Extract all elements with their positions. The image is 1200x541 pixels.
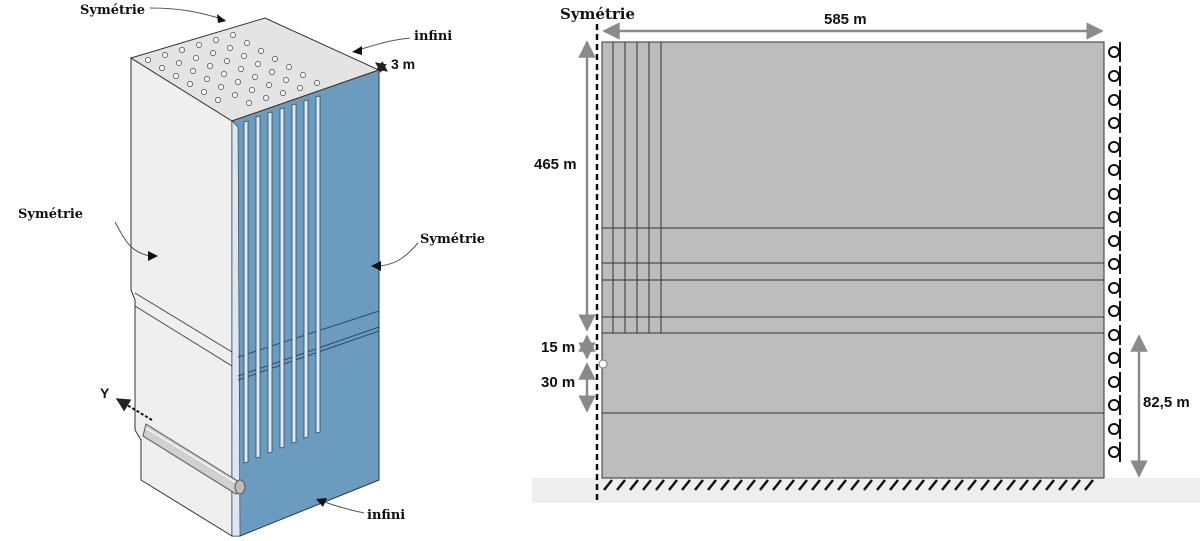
gallery-point xyxy=(598,359,608,369)
label-height-15: 15 m xyxy=(541,339,575,356)
leader-symetrie-right xyxy=(377,242,419,267)
block-side-face xyxy=(130,57,233,537)
label-width: 585 m xyxy=(824,11,867,28)
label-height-465: 465 m xyxy=(534,156,577,173)
top-hole-grid xyxy=(145,32,320,106)
leader-symetrie-top xyxy=(149,7,226,21)
label-symetrie-top: Symétrie xyxy=(80,3,145,18)
label-symetrie-left: Symétrie xyxy=(18,207,83,222)
front-band-line-3 xyxy=(237,330,380,381)
domain-rect xyxy=(601,41,1105,479)
side-band-line-2 xyxy=(134,305,233,367)
layer-lines xyxy=(602,227,1104,414)
thickness-label: 3 m xyxy=(391,56,415,72)
thickness-dim-arrow xyxy=(375,61,388,73)
block-front-edge-strip xyxy=(231,120,241,537)
block-3d: Y 3 m xyxy=(100,17,415,537)
ground-shade xyxy=(532,478,1200,503)
label-infini-bottom: infini xyxy=(367,508,405,523)
left-annotations: Symétrie infini Symétrie Symétrie infini xyxy=(18,3,485,523)
axis-y-arrow xyxy=(115,398,153,421)
gallery-tunnel xyxy=(142,423,246,495)
leader-infini-bottom xyxy=(321,500,365,514)
front-band-line-1 xyxy=(237,310,380,358)
leader-infini-top xyxy=(357,37,411,51)
well-slots xyxy=(243,95,321,464)
side-band-line-1 xyxy=(134,292,233,353)
label-height-82: 82,5 m xyxy=(1143,394,1190,411)
well-lines xyxy=(612,42,662,333)
axis-y-label: Y xyxy=(100,385,110,401)
front-band-line-2 xyxy=(237,326,380,377)
section-2d: Symétrie 585 m 465 m 15 m 30 m 82,5 m xyxy=(532,5,1200,503)
label-infini-top: infini xyxy=(414,29,452,44)
label-height-30: 30 m xyxy=(541,374,575,391)
leader-symetrie-left xyxy=(114,221,151,257)
label-symmetry: Symétrie xyxy=(560,5,635,23)
roller-supports xyxy=(1108,42,1121,462)
label-symetrie-right: Symétrie xyxy=(420,232,485,247)
fixed-support-hatching xyxy=(603,479,1094,491)
